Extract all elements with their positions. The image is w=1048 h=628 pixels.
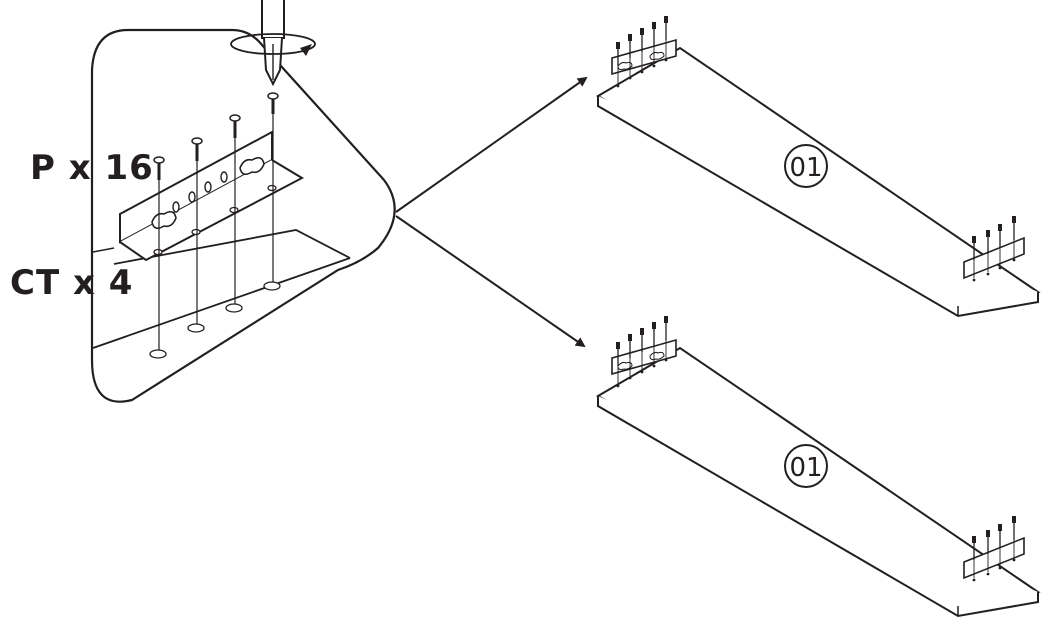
connector-arrows <box>395 76 588 348</box>
screw-icon <box>149 156 167 359</box>
angle-bracket-icon <box>119 130 305 262</box>
callout-bubble <box>90 28 396 403</box>
screwdriver-icon <box>261 0 285 87</box>
screw-icon <box>187 137 205 333</box>
part-number-circle <box>784 444 828 488</box>
part-number-circle <box>784 144 828 188</box>
screw-icon <box>225 114 243 313</box>
panel-bottom: 01 <box>596 315 1041 618</box>
screw-icon <box>263 92 281 291</box>
rotation-arrow-icon <box>230 33 316 56</box>
cam-bolt-quantity-label: CT x 4 <box>10 263 134 303</box>
panel-edge-top <box>113 229 351 265</box>
panel-top: 01 <box>596 15 1041 318</box>
part-number-bottom: 01 <box>789 453 822 483</box>
detail-callout <box>90 0 396 403</box>
arrow-to-bottom-panel <box>395 215 586 348</box>
arrow-to-top-panel <box>395 76 588 213</box>
panel-edge-front <box>92 257 351 349</box>
screw-quantity-label: P x 16 <box>30 148 154 188</box>
part-number-top: 01 <box>789 153 822 183</box>
